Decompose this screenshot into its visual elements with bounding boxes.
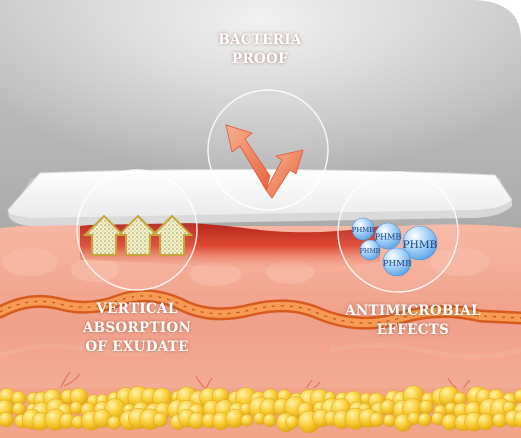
phmb-text: PHMB [375, 233, 402, 242]
vertical-absorption-line-1: VERTICAL [52, 300, 222, 319]
bacteria-proof-line-1: BACTERIA [190, 31, 330, 50]
phmb-bubble: PHMB [383, 248, 412, 276]
vertical-absorption-line-2: ABSORPTION [52, 319, 222, 338]
antimicrobial-label: ANTIMICROBIAL EFFECTS [328, 302, 498, 340]
vertical-absorption-label: VERTICAL ABSORPTION OF EXUDATE [52, 300, 222, 357]
fat-layer [0, 386, 521, 438]
phmb-text: PHMB [383, 259, 412, 269]
vertical-absorption-line-3: OF EXUDATE [52, 338, 222, 357]
phmb-text: PHMB [403, 239, 438, 251]
phmb-text: PHMB [352, 226, 375, 234]
phmb-bubble: PHMB [360, 240, 381, 260]
up-arrow-icons [85, 216, 191, 255]
bacteria-proof-line-2: PROOF [190, 50, 330, 69]
antimicrobial-line-2: EFFECTS [328, 321, 498, 340]
antimicrobial-line-1: ANTIMICROBIAL [328, 302, 498, 321]
phmb-bubble: PHMB [352, 218, 375, 240]
bacteria-proof-label: BACTERIA PROOF [190, 31, 330, 69]
phmb-text: PHMB [360, 248, 381, 255]
